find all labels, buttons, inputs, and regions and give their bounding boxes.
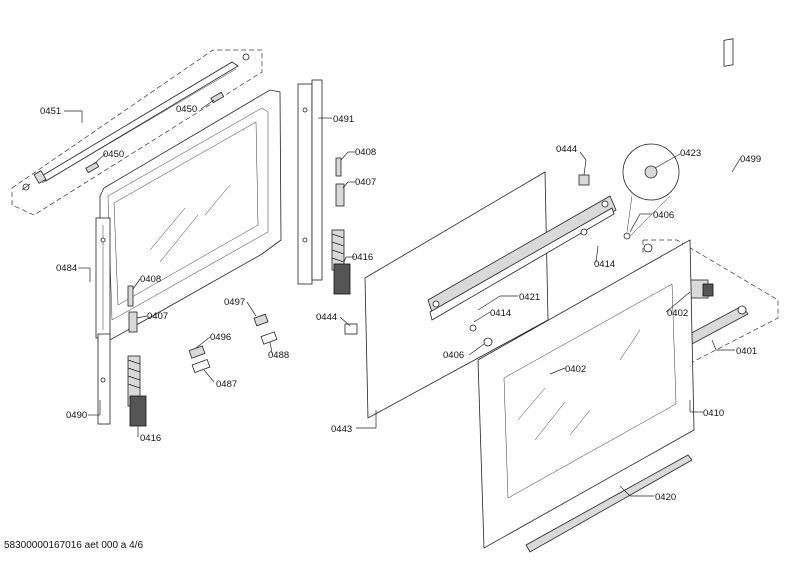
inner-door-panel <box>99 89 282 341</box>
label-0402-right: 0402 <box>667 308 688 319</box>
leader-lines <box>64 99 741 497</box>
label-0407-right: 0407 <box>355 177 376 188</box>
label-0410: 0410 <box>703 408 724 419</box>
label-0401: 0401 <box>736 346 757 357</box>
label-0402-left: 0402 <box>565 364 586 375</box>
document-footer-id: 58300000167016 aet 000 a 4/6 <box>4 540 144 551</box>
label-0487: 0487 <box>216 379 237 390</box>
label-0408-right: 0408 <box>355 147 376 158</box>
label-0490: 0490 <box>66 410 87 421</box>
label-0414-right: 0414 <box>594 259 615 270</box>
bottom-trim-strip <box>525 454 693 553</box>
part-labels: 0451 0450 0450 0491 0408 0407 0416 0484 … <box>40 104 761 503</box>
glass-holding-rail <box>427 174 617 347</box>
top-cover-assembly <box>11 49 263 216</box>
small-clips <box>188 313 358 374</box>
label-0491: 0491 <box>333 114 354 125</box>
label-0421: 0421 <box>519 292 540 303</box>
label-0450-left: 0450 <box>103 149 124 160</box>
label-0408-left: 0408 <box>140 274 161 285</box>
label-0484: 0484 <box>56 263 77 274</box>
label-0443: 0443 <box>331 424 352 435</box>
label-0497: 0497 <box>224 297 245 308</box>
label-0416-right: 0416 <box>352 252 373 263</box>
label-0423: 0423 <box>680 148 701 159</box>
left-hinge-rail <box>95 217 147 427</box>
label-0444-left: 0444 <box>316 312 337 323</box>
right-hinge-rail <box>297 79 351 295</box>
logo-badge <box>622 143 680 240</box>
rating-label <box>723 38 734 67</box>
label-0496: 0496 <box>210 332 231 343</box>
label-0420: 0420 <box>655 492 676 503</box>
label-0499: 0499 <box>740 154 761 165</box>
label-0406-right: 0406 <box>653 210 674 221</box>
label-0488: 0488 <box>268 350 289 361</box>
label-0416-left: 0416 <box>140 433 161 444</box>
label-0407-left: 0407 <box>147 311 168 322</box>
label-0414-left: 0414 <box>490 308 511 319</box>
label-0451: 0451 <box>40 106 61 117</box>
label-0450-top: 0450 <box>176 104 197 115</box>
label-0406-left: 0406 <box>443 350 464 361</box>
label-0444-right: 0444 <box>556 144 577 155</box>
outer-door-glass <box>477 239 695 549</box>
